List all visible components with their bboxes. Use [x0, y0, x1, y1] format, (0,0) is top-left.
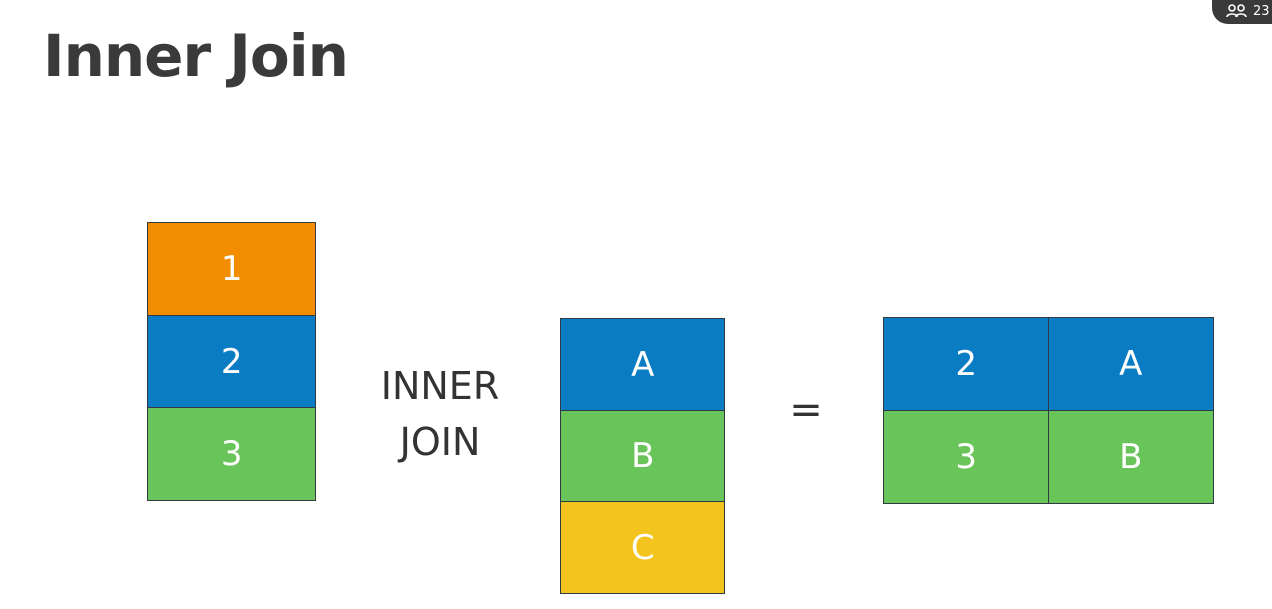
right-table-cell-b: B	[560, 409, 726, 503]
result-table: 2 A 3 B	[883, 317, 1216, 504]
left-table-cell-2: 2	[147, 314, 317, 409]
participant-count: 23	[1253, 3, 1270, 19]
left-table-cell-3: 3	[147, 407, 317, 502]
operator-line-1: INNER	[380, 364, 500, 408]
inner-join-label: INNER JOIN	[360, 358, 520, 470]
slide-title: Inner Join	[43, 22, 349, 90]
right-table: A B C	[560, 318, 726, 595]
result-row: 2 A	[883, 317, 1216, 412]
right-table-cell-a: A	[560, 318, 726, 412]
left-table-cell-1: 1	[147, 222, 317, 317]
result-cell: A	[1047, 317, 1214, 412]
people-icon	[1226, 4, 1248, 18]
operator-line-2: JOIN	[399, 420, 481, 464]
result-cell: 3	[883, 409, 1050, 504]
right-table-cell-c: C	[560, 501, 726, 595]
participants-badge[interactable]: 23	[1212, 0, 1272, 24]
equals-sign: =	[789, 387, 823, 433]
left-table: 1 2 3	[147, 222, 317, 502]
result-cell: B	[1047, 409, 1214, 504]
result-row: 3 B	[883, 409, 1216, 504]
result-cell: 2	[883, 317, 1050, 412]
